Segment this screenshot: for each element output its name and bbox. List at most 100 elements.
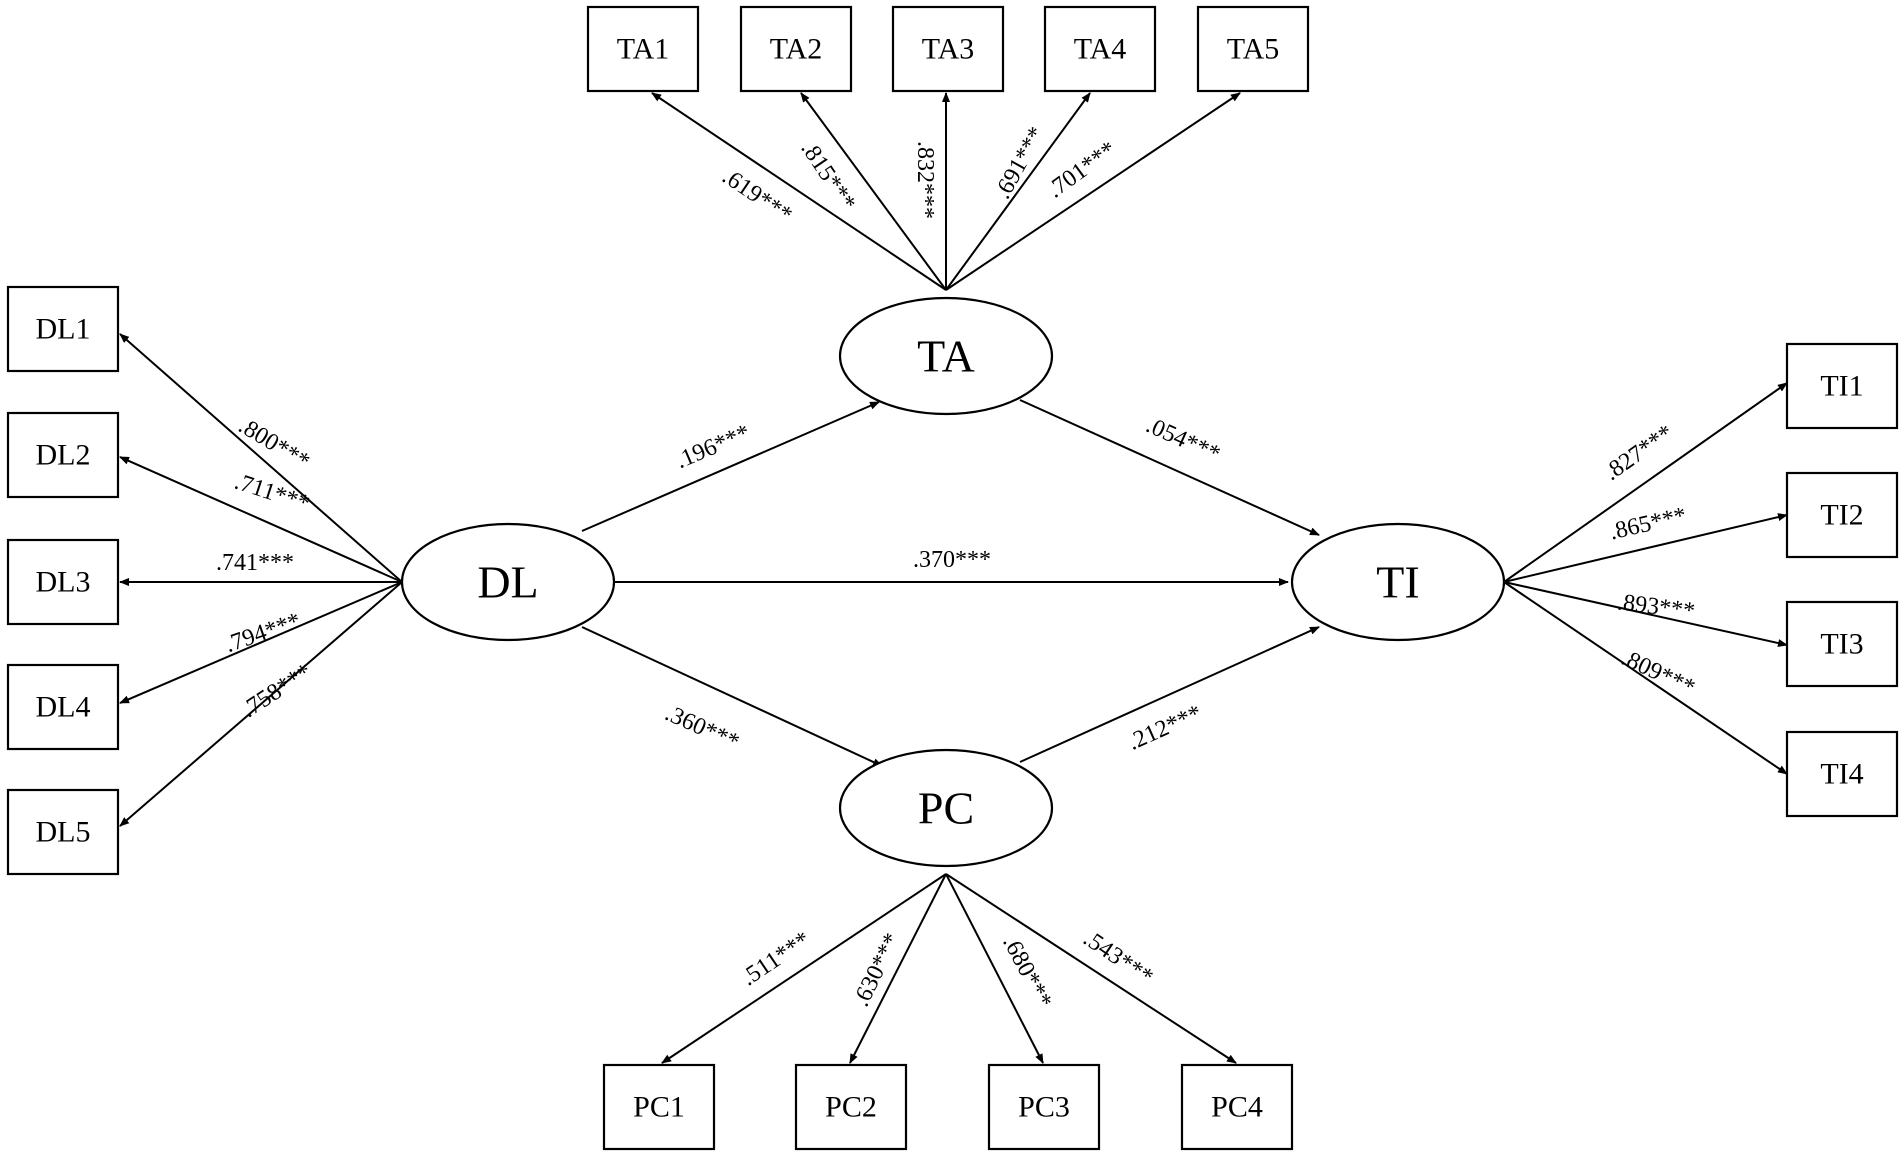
path-coef-dl-pc: .360*** bbox=[661, 700, 743, 755]
latent-dl: DL bbox=[400, 522, 616, 642]
indicator-label-ti2: TI2 bbox=[1820, 499, 1863, 532]
latent-pc: PC bbox=[838, 748, 1054, 868]
latent-ellipse-ta bbox=[838, 296, 1054, 416]
indicator-label-ta5: TA5 bbox=[1227, 33, 1280, 66]
indicator-label-ta3: TA3 bbox=[922, 33, 975, 66]
loading-label-ta2: .815*** bbox=[795, 136, 860, 215]
indicator-box-ta2 bbox=[739, 5, 853, 93]
loading-label-dl3: .741*** bbox=[216, 550, 294, 576]
loading-label-pc4: .543*** bbox=[1078, 925, 1157, 990]
indicator-pc3: PC3 bbox=[987, 1063, 1101, 1151]
indicator-dl5: DL5 bbox=[6, 788, 120, 876]
latent-label-dl: DL bbox=[477, 557, 538, 608]
indicator-box-dl3 bbox=[6, 538, 120, 626]
latent-ellipse-ti bbox=[1290, 522, 1506, 642]
indicator-box-dl1 bbox=[6, 285, 120, 373]
indicator-label-dl2: DL2 bbox=[36, 439, 91, 472]
indicator-ta2: TA2 bbox=[739, 5, 853, 93]
path-arrow-pc-ti bbox=[1019, 626, 1320, 763]
indicator-label-pc4: PC4 bbox=[1211, 1091, 1263, 1124]
indicator-box-dl2 bbox=[6, 411, 120, 499]
indicator-label-pc2: PC2 bbox=[825, 1091, 877, 1124]
latent-label-ti: TI bbox=[1376, 557, 1419, 608]
loading-arrow-ta1 bbox=[651, 92, 947, 291]
latent-ti: TI bbox=[1290, 522, 1506, 642]
loading-arrow-pc2 bbox=[849, 873, 947, 1064]
loading-arrow-ta5 bbox=[945, 92, 1241, 291]
indicator-dl4: DL4 bbox=[6, 663, 120, 751]
loading-arrow-dl2 bbox=[119, 456, 403, 583]
indicator-pc2: PC2 bbox=[794, 1063, 908, 1151]
latent-ta: TA bbox=[838, 296, 1054, 416]
latent-ellipse-dl bbox=[400, 522, 616, 642]
indicator-label-dl5: DL5 bbox=[36, 816, 91, 849]
indicator-label-dl1: DL1 bbox=[36, 313, 91, 346]
indicator-box-pc2 bbox=[794, 1063, 908, 1151]
loading-arrow-ta2 bbox=[800, 92, 947, 291]
latent-ellipse-pc bbox=[838, 748, 1054, 868]
loading-arrow-ti2 bbox=[1503, 513, 1788, 583]
loading-label-ti2: .865*** bbox=[1607, 503, 1689, 546]
loading-arrow-ti3 bbox=[1503, 581, 1788, 647]
path-coef-ta-ti: .054*** bbox=[1142, 412, 1224, 467]
path-arrow-dl-pc bbox=[581, 626, 883, 767]
indicator-label-ti1: TI1 bbox=[1820, 370, 1863, 403]
indicator-box-ta5 bbox=[1196, 5, 1310, 93]
loading-label-ta4: .691*** bbox=[990, 123, 1051, 204]
indicator-label-ti3: TI3 bbox=[1820, 628, 1863, 661]
indicator-label-pc3: PC3 bbox=[1018, 1091, 1070, 1124]
latent-label-pc: PC bbox=[918, 783, 974, 834]
loading-label-ti1: .827*** bbox=[1600, 420, 1679, 486]
indicator-dl1: DL1 bbox=[6, 285, 120, 373]
indicator-ti2: TI2 bbox=[1785, 471, 1899, 559]
indicator-ta4: TA4 bbox=[1043, 5, 1157, 93]
loading-arrow-ti1 bbox=[1503, 382, 1788, 583]
indicator-ta3: TA3 bbox=[891, 5, 1005, 93]
indicator-dl3: DL3 bbox=[6, 538, 120, 626]
indicator-ta1: TA1 bbox=[586, 5, 700, 93]
indicator-label-pc1: PC1 bbox=[633, 1091, 685, 1124]
indicator-box-dl4 bbox=[6, 663, 120, 751]
indicator-box-ta3 bbox=[891, 5, 1005, 93]
path-coef-dl-ti: .370*** bbox=[913, 547, 991, 573]
loading-label-pc1: .511*** bbox=[737, 927, 815, 992]
loading-label-ti4: .809*** bbox=[1617, 645, 1699, 702]
loading-arrow-ti4 bbox=[1503, 581, 1788, 775]
indicator-box-dl5 bbox=[6, 788, 120, 876]
path-arrow-dl-ta bbox=[581, 401, 880, 532]
indicator-box-pc1 bbox=[602, 1063, 716, 1151]
loading-arrow-pc4 bbox=[945, 873, 1237, 1064]
indicator-label-ta1: TA1 bbox=[617, 33, 670, 66]
indicator-label-ta2: TA2 bbox=[770, 33, 823, 66]
loading-arrow-pc1 bbox=[661, 873, 947, 1064]
loading-label-ti3: .893*** bbox=[1616, 589, 1697, 624]
indicator-box-pc3 bbox=[987, 1063, 1101, 1151]
loading-label-dl5: .758*** bbox=[237, 659, 317, 723]
indicator-box-ti4 bbox=[1785, 730, 1899, 818]
indicator-box-ti2 bbox=[1785, 471, 1899, 559]
indicator-label-dl4: DL4 bbox=[36, 691, 91, 724]
indicator-pc4: PC4 bbox=[1180, 1063, 1294, 1151]
indicator-label-ta4: TA4 bbox=[1074, 33, 1127, 66]
indicator-label-ti4: TI4 bbox=[1820, 758, 1863, 791]
loading-arrow-dl5 bbox=[119, 581, 403, 827]
loading-arrow-ta4 bbox=[945, 92, 1091, 291]
indicator-ti4: TI4 bbox=[1785, 730, 1899, 818]
indicator-dl2: DL2 bbox=[6, 411, 120, 499]
indicator-box-ta1 bbox=[586, 5, 700, 93]
latent-label-ta: TA bbox=[917, 331, 975, 382]
indicator-box-ti1 bbox=[1785, 342, 1899, 430]
path-arrow-ta-ti bbox=[1019, 399, 1320, 536]
indicator-box-ta4 bbox=[1043, 5, 1157, 93]
indicator-ta5: TA5 bbox=[1196, 5, 1310, 93]
loading-arrow-dl4 bbox=[119, 581, 403, 704]
loading-label-ta5: .701*** bbox=[1043, 137, 1121, 204]
indicator-box-pc4 bbox=[1180, 1063, 1294, 1151]
indicator-pc1: PC1 bbox=[602, 1063, 716, 1151]
indicator-ti3: TI3 bbox=[1785, 600, 1899, 688]
loading-arrow-dl1 bbox=[119, 333, 403, 583]
path-coef-dl-ta: .196*** bbox=[672, 420, 754, 474]
indicator-label-dl3: DL3 bbox=[36, 566, 91, 599]
loading-label-dl2: .711*** bbox=[231, 469, 312, 518]
